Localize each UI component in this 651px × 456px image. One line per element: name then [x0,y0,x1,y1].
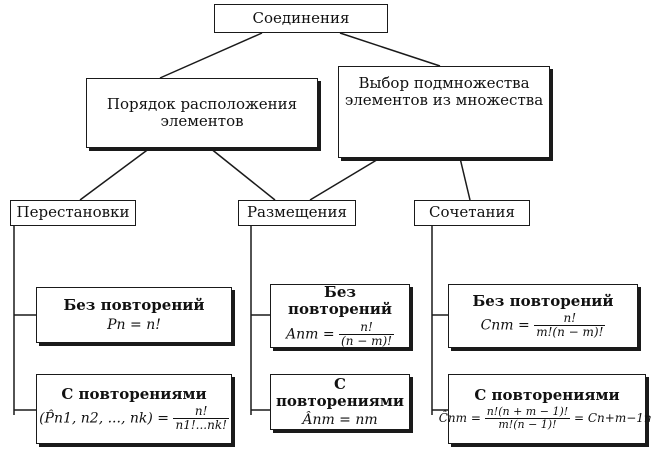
arrangements-no-repetition: Без повторений Anm = n! (n − m)! [270,284,410,348]
arr-rep-formula: Ânm = nm [302,412,378,429]
arr-no-rep-formula: Anm = n! (n − m)! [285,319,395,348]
perm-no-rep-title: Без повторений [63,296,205,315]
subset-node: Выбор подмножества элементов из множеств… [338,66,550,158]
edge-subset-arrangements [309,157,381,201]
arr-rep-title: С повторениями [275,374,405,410]
arrangements-with-repetition: С повторениями Ânm = nm [270,374,410,430]
subset-label-line2: элементов из множества [344,91,544,110]
comb-no-rep-formula: Cnm = n! m!(n − m)! [480,310,606,340]
comb-no-rep-num: n! [563,310,577,325]
root-node: Соединения [214,4,388,33]
perm-rep-num: n! [194,403,208,418]
perm-rep-lhs: (P̂n1, n2, ..., nk) = [39,410,170,427]
edge-root-left [159,32,263,79]
combinations-node: Сочетания [414,200,530,226]
permutations-node: Перестановки [10,200,136,226]
arr-no-rep-den: (n − m)! [339,333,395,348]
comb-rep-formula: Ĉnm = n!(n + m − 1)! m!(n − 1)! = Cn+m−1… [438,405,651,431]
arr-no-rep-num: n! [360,319,373,334]
comb-rep-lhs: Ĉnm = [438,411,481,426]
permutations-no-repetition: Без повторений Pn = n! [36,287,232,343]
order-label-line1: Порядок расположения [106,94,298,113]
edge-order-arrangements [209,147,276,201]
comb-rep-rhs: = Cn+m−1m [574,411,651,426]
permutations-label: Перестановки [16,203,130,222]
order-label-line2: элементов [160,112,244,130]
combinations-with-repetition: С повторениями Ĉnm = n!(n + m − 1)! m!(n… [439,374,651,444]
combinations-no-repetition: Без повторений Cnm = n! m!(n − m)! [448,284,638,348]
edge-order-permutations [79,147,151,201]
comb-no-rep-title: Без повторений [472,291,614,310]
comb-rep-title: С повторениями [474,385,620,404]
comb-no-rep-fraction: n! m!(n − m)! [534,310,606,340]
arrangements-label: Размещения [246,203,348,222]
arrangements-node: Размещения [238,200,356,226]
perm-no-rep-formula: Pn = n! [107,316,161,333]
perm-rep-fraction: n! n1!...nk! [173,403,229,433]
comb-rep-num: n!(n + m − 1)! [486,405,569,419]
combinations-label: Сочетания [428,203,515,222]
comb-rep-den: m!(n − 1)! [484,418,571,431]
comb-no-rep-den: m!(n − m)! [534,325,606,340]
perm-rep-formula: (P̂n1, n2, ..., nk) = n! n1!...nk! [39,403,229,433]
root-label: Соединения [252,8,350,27]
arr-no-rep-title: Без повторений [288,283,392,319]
edge-subset-combinations [459,157,471,201]
order-node: Порядок расположения элементов [86,78,318,148]
arr-no-rep-lhs: Anm = [285,326,335,343]
comb-rep-fraction: n!(n + m − 1)! m!(n − 1)! [484,405,571,431]
edge-root-right [339,32,441,67]
perm-rep-den: n1!...nk! [173,418,229,433]
comb-no-rep-lhs: Cnm = [480,317,530,334]
arr-no-rep-fraction: n! (n − m)! [339,319,395,348]
permutations-with-repetition: С повторениями (P̂n1, n2, ..., nk) = n! … [36,374,232,444]
perm-rep-title: С повторениями [61,384,207,403]
subset-label-line1: Выбор подмножества [358,74,530,92]
